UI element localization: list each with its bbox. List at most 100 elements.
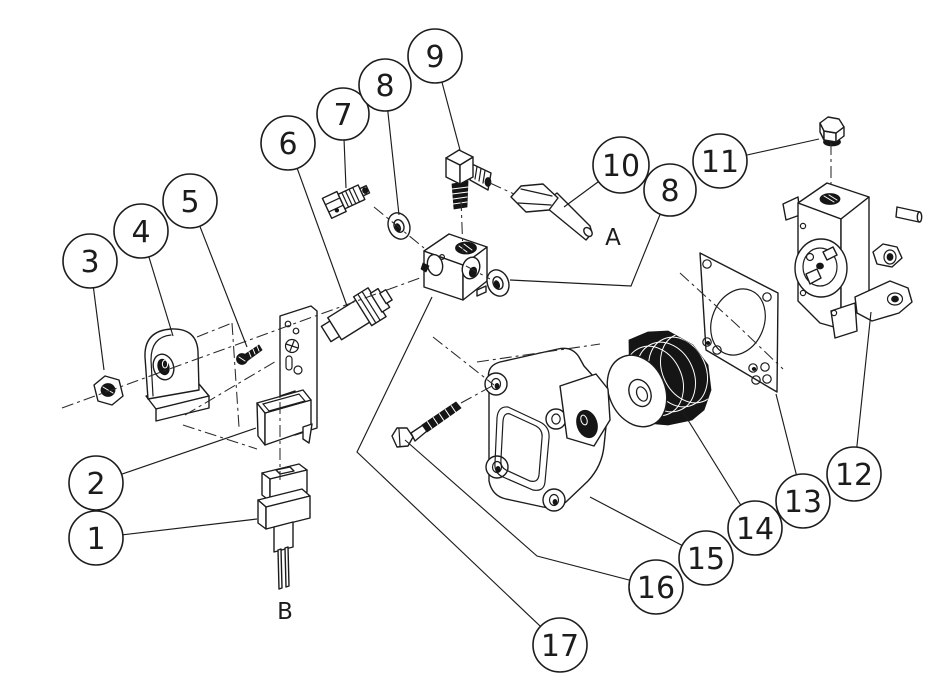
elbow-stud-thread bbox=[452, 201, 468, 205]
pump-front-bolt-hole-3 bbox=[830, 309, 838, 317]
bolt-thread bbox=[426, 421, 433, 429]
housing-ear-hole-inner bbox=[552, 498, 558, 505]
pump-front-bolt-hole-2 bbox=[799, 289, 807, 297]
callout-number-14: 14 bbox=[736, 512, 774, 547]
centerlines-layer bbox=[61, 143, 832, 480]
callout-balloon-7 bbox=[316, 87, 370, 141]
part-hex-fitting bbox=[321, 184, 371, 219]
callout-number-10: 10 bbox=[602, 149, 640, 184]
callout-balloon-12 bbox=[826, 446, 882, 502]
fitting-head-dot bbox=[334, 208, 340, 213]
centerline-filter-axis bbox=[476, 343, 601, 363]
filter-center-hole-inner bbox=[635, 386, 649, 402]
block-side-notch bbox=[476, 285, 487, 297]
filter-center-hole bbox=[628, 378, 652, 408]
screw-thread bbox=[248, 351, 252, 358]
housing-ear-hole bbox=[548, 493, 560, 507]
tube-tip bbox=[379, 289, 393, 305]
connector-pin-2 bbox=[284, 546, 290, 588]
callout-leader-17 bbox=[356, 296, 561, 646]
plate-hole bbox=[292, 327, 300, 335]
gasket-hole bbox=[762, 374, 772, 384]
gasket-hole bbox=[702, 337, 712, 347]
part-hex-standoff bbox=[510, 183, 593, 241]
plate-hole bbox=[293, 365, 303, 375]
gasket-hole bbox=[751, 375, 761, 385]
plate-hole bbox=[284, 320, 292, 328]
callout-number-8: 8 bbox=[660, 174, 679, 209]
standoff-pin-end bbox=[583, 226, 593, 238]
elbow-stud-thread bbox=[452, 196, 468, 200]
pump-side-fitting-hole bbox=[886, 253, 894, 261]
part-filter-element bbox=[606, 330, 712, 428]
part-hex-plug bbox=[819, 116, 845, 147]
gasket-hole bbox=[762, 292, 772, 302]
callout-number-4: 4 bbox=[131, 215, 150, 250]
gasket-plate bbox=[699, 252, 779, 393]
callout-number-6: 6 bbox=[278, 127, 297, 162]
standoff-facet bbox=[517, 202, 552, 206]
screw-thread bbox=[252, 348, 256, 355]
part-hex-nut bbox=[93, 375, 124, 406]
standoff-facet bbox=[520, 188, 553, 197]
bolt-thread bbox=[438, 413, 445, 421]
centerline-gasket-axis bbox=[679, 272, 784, 370]
callout-balloon-13 bbox=[775, 473, 831, 529]
washer-shadow bbox=[493, 280, 501, 289]
callout-balloon-9 bbox=[407, 28, 463, 84]
centerline-fitting-axis bbox=[373, 206, 425, 249]
screw-thread bbox=[256, 345, 260, 352]
callout-number-9: 9 bbox=[425, 40, 444, 75]
part-pump-body bbox=[782, 182, 923, 339]
fitting-thread bbox=[341, 191, 350, 208]
block-front-hole bbox=[439, 254, 446, 261]
part-solenoid-coil bbox=[144, 328, 210, 422]
block-top-port bbox=[455, 241, 477, 255]
fitting-hex-facet bbox=[324, 197, 341, 206]
ref-label-A: A bbox=[605, 225, 621, 251]
connector-mid-front bbox=[265, 495, 311, 530]
fitting-thread bbox=[344, 190, 353, 207]
pump-ear-hole-inner bbox=[891, 295, 899, 303]
parts-layer bbox=[93, 116, 923, 590]
callout-balloon-17 bbox=[532, 617, 588, 673]
callout-number-1: 1 bbox=[86, 522, 105, 557]
pump-ear-hole bbox=[886, 292, 904, 306]
nut-thread-hatch bbox=[102, 386, 114, 394]
part-solenoid-tube bbox=[320, 287, 393, 343]
callout-number-8: 8 bbox=[375, 69, 394, 104]
callout-balloon-2 bbox=[68, 455, 124, 511]
housing-boss-hole-shine bbox=[580, 414, 588, 426]
phantom-plane-bottom bbox=[182, 424, 258, 450]
block-top-port-hatch bbox=[463, 243, 473, 251]
elbow-port-ring bbox=[482, 169, 486, 184]
callout-number-15: 15 bbox=[687, 542, 725, 577]
part-u-clip bbox=[256, 389, 313, 446]
part-screw bbox=[236, 344, 263, 365]
gasket-hole-inner bbox=[705, 340, 711, 345]
callout-balloon-11 bbox=[692, 133, 748, 189]
plug-top-face bbox=[819, 116, 845, 134]
connector-pin-1 bbox=[277, 548, 283, 590]
gasket-hole bbox=[760, 362, 770, 372]
pump-foot bbox=[830, 302, 858, 339]
callout-balloon-6 bbox=[260, 115, 316, 171]
pump-rotor-screw bbox=[805, 252, 815, 262]
elbow-stud-thread bbox=[451, 191, 469, 195]
elbow-stud-threads bbox=[451, 180, 469, 210]
callout-leader-8 bbox=[509, 189, 671, 287]
part-gasket bbox=[699, 252, 779, 393]
elbow-port-hole bbox=[484, 177, 492, 187]
elbow-port-ring bbox=[478, 167, 482, 182]
phantom-plane-top bbox=[196, 322, 233, 338]
bolt-thread bbox=[444, 409, 451, 417]
callout-balloon-15 bbox=[678, 530, 734, 586]
tube-ring bbox=[357, 293, 377, 324]
elbow-cube-top bbox=[445, 149, 474, 166]
plate-slot bbox=[285, 355, 293, 371]
coil-base-front bbox=[155, 395, 210, 422]
clip-opening-rim bbox=[261, 393, 307, 412]
callout-leader-2 bbox=[95, 427, 257, 484]
pump-shaft bbox=[895, 206, 921, 223]
